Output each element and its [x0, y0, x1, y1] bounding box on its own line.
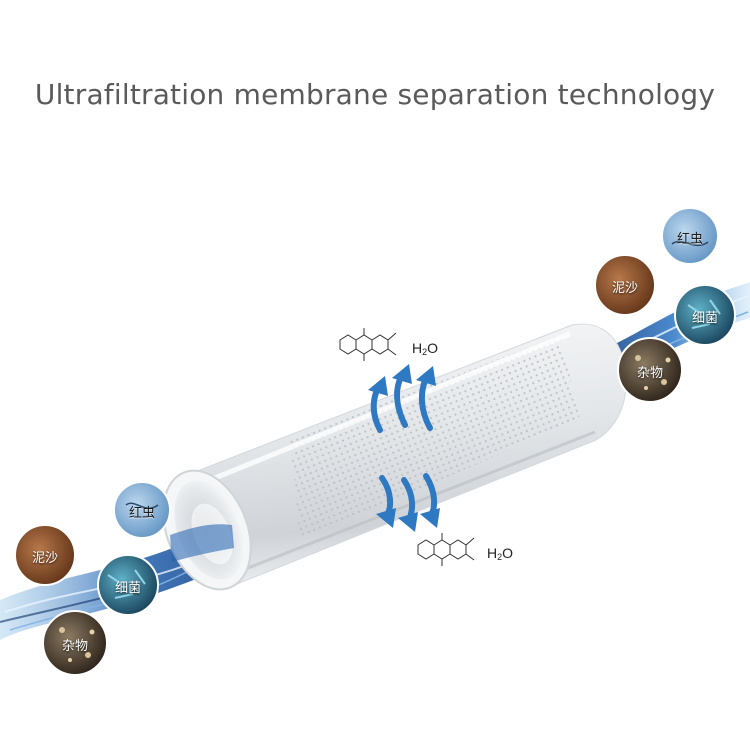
sand-label-right: 泥沙 [611, 281, 638, 296]
water-formula-sub: 2 [497, 552, 503, 562]
water-formula-top: H2O [412, 340, 438, 357]
bubble-bacteria-left [97, 554, 159, 616]
bubble-bacteria-right [674, 284, 736, 346]
worm-label-left: 红虫 [128, 506, 155, 521]
water-formula-end: O [502, 545, 514, 561]
water-formula-bottom: H2O [487, 545, 513, 562]
water-formula-main: H [487, 545, 498, 561]
water-formula-end: O [427, 340, 439, 356]
bubble-worm-right [661, 207, 719, 265]
impurity-label-left: 杂物 [61, 639, 88, 654]
membrane-tube [162, 323, 627, 591]
worm-label-right: 红虫 [676, 232, 703, 247]
water-formula-sub: 2 [422, 347, 428, 357]
bubble-impurity-right [617, 337, 683, 403]
molecule-structure-top [339, 328, 397, 361]
water-formula-main: H [412, 340, 423, 356]
sand-label-left: 泥沙 [31, 551, 58, 566]
permeate-arrows-up [368, 364, 436, 433]
permeate-arrows-down [376, 473, 440, 532]
impurity-label-right: 杂物 [636, 366, 663, 381]
bacteria-label-right: 细菌 [691, 311, 718, 326]
molecule-structure-bottom [417, 533, 475, 566]
bubble-sand-left [14, 524, 76, 586]
bacteria-label-left: 细菌 [114, 581, 141, 596]
page-title: Ultrafiltration membrane separation tech… [34, 78, 716, 111]
bubble-worm-left [113, 481, 171, 539]
bubble-sand-right [594, 254, 656, 316]
bubble-impurity-left [42, 610, 108, 676]
